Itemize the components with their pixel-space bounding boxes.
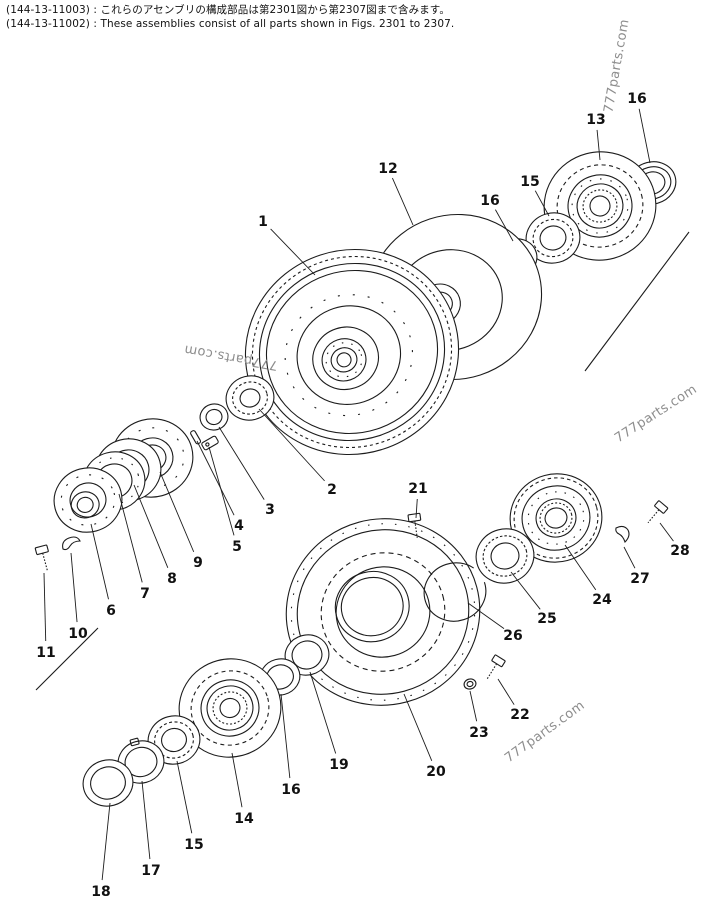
part-18-seal-ring xyxy=(82,759,134,807)
callout-leader-14 xyxy=(231,752,243,808)
callout-leader-21 xyxy=(415,498,418,519)
part-4-pin xyxy=(190,430,202,445)
callout-leader-8 xyxy=(133,484,169,568)
callout-leader-18 xyxy=(101,802,111,881)
callout-leader-19 xyxy=(309,671,337,754)
part-22-bolt xyxy=(486,654,506,681)
part-3-washer xyxy=(199,403,229,431)
callout-leader-16 xyxy=(638,108,651,164)
callout-label-4: 4 xyxy=(234,518,244,534)
part-5-plate xyxy=(201,435,219,451)
callout-label-5: 5 xyxy=(232,539,242,555)
callout-label-9: 9 xyxy=(193,555,203,571)
callout-leader-20 xyxy=(403,693,433,762)
callout-leader-22 xyxy=(497,678,515,705)
part-26-snap-ring xyxy=(423,562,487,622)
callout-leader-25 xyxy=(510,571,541,610)
callout-label-27: 27 xyxy=(630,571,649,587)
callout-leader-24 xyxy=(564,544,597,591)
callout-label-25: 25 xyxy=(537,611,556,627)
callout-leader-4 xyxy=(196,440,235,516)
callout-label-2: 2 xyxy=(327,482,337,498)
callout-label-18: 18 xyxy=(91,884,110,900)
callout-leader-13 xyxy=(596,129,601,161)
figure-note-japanese: (144-13-11003) : これらのアセンブリの構成部品は第2301図から… xyxy=(6,4,450,16)
part-28-bolt xyxy=(647,500,669,524)
callout-label-12: 12 xyxy=(378,161,397,177)
figure-note-english: (144-13-11002) : These assemblies consis… xyxy=(6,17,455,30)
part-20-turbine-wheel xyxy=(285,518,481,706)
part-11-bolt xyxy=(34,544,49,572)
callout-label-1: 1 xyxy=(258,214,268,230)
callout-label-24: 24 xyxy=(592,592,612,608)
callout-leader-2 xyxy=(258,408,325,482)
callout-label-26: 26 xyxy=(503,628,522,644)
callout-leader-9 xyxy=(159,471,195,553)
callout-label-16: 16 xyxy=(627,91,646,107)
part-14-stator-wheel-lower xyxy=(178,658,282,758)
callout-leader-5 xyxy=(208,446,235,536)
callout-leader-16 xyxy=(280,693,291,779)
part-27-clip xyxy=(615,525,630,544)
callout-label-10: 10 xyxy=(68,626,88,642)
callout-label-21: 21 xyxy=(408,481,427,497)
callout-label-14: 14 xyxy=(234,811,254,827)
callout-label-17: 17 xyxy=(141,863,160,879)
callout-leader-17 xyxy=(141,780,151,860)
callout-label-19: 19 xyxy=(329,757,348,773)
callout-label-28: 28 xyxy=(670,543,689,559)
callout-layer: 1121316151623459876101121262524272822232… xyxy=(36,91,689,900)
part-25-bearing-ring xyxy=(475,528,535,584)
callout-label-22: 22 xyxy=(510,707,529,723)
part-10-clip xyxy=(62,536,81,551)
callout-leader-23 xyxy=(469,690,478,722)
callout-label-3: 3 xyxy=(265,502,275,518)
callout-leader-6 xyxy=(90,523,109,600)
part-2-bearing xyxy=(225,375,275,421)
callout-leader-28 xyxy=(659,522,674,542)
callout-label-13: 13 xyxy=(586,112,605,128)
callout-label-20: 20 xyxy=(426,764,446,780)
reference-lines xyxy=(35,231,690,691)
callout-label-8: 8 xyxy=(167,571,177,587)
part-1-converter-housing xyxy=(244,248,460,456)
callout-leader-16 xyxy=(494,209,514,242)
callout-label-11: 11 xyxy=(36,645,55,661)
callout-label-16: 16 xyxy=(281,782,300,798)
callout-label-7: 7 xyxy=(140,586,150,602)
callout-leader-10 xyxy=(70,552,78,623)
part-15-bearing-top xyxy=(525,212,581,264)
part-21-bolt xyxy=(407,512,422,538)
callout-label-15: 15 xyxy=(184,837,203,853)
callout-leader-26 xyxy=(467,602,505,629)
figure-note: (144-13-11003) : これらのアセンブリの構成部品は第2301図から… xyxy=(6,4,454,31)
part-23-washer xyxy=(463,678,477,690)
callout-leader-7 xyxy=(118,493,143,583)
callout-label-15: 15 xyxy=(520,174,539,190)
callout-leader-1 xyxy=(270,228,316,276)
callout-leader-3 xyxy=(218,426,265,500)
callout-label-16: 16 xyxy=(480,193,499,209)
callout-leader-15 xyxy=(176,760,193,834)
callout-leader-11 xyxy=(43,572,47,642)
callout-leader-27 xyxy=(623,546,636,569)
callout-leader-15 xyxy=(534,190,550,217)
callout-leader-12 xyxy=(392,177,414,226)
part-6-hub xyxy=(53,467,123,533)
callout-label-23: 23 xyxy=(469,725,488,741)
callout-label-6: 6 xyxy=(106,603,116,619)
